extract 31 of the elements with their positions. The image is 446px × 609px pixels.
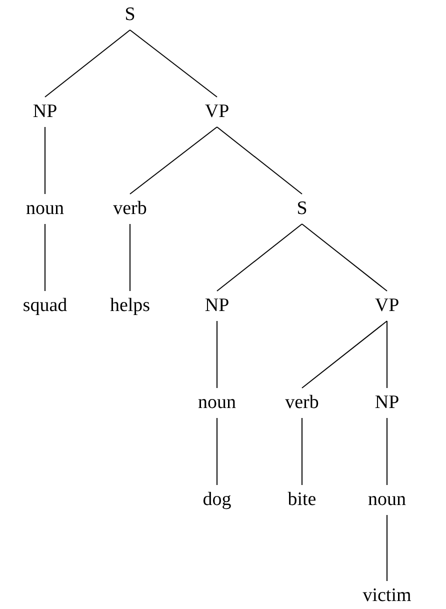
tree-node-label: dog <box>202 488 232 512</box>
tree-branch-line <box>130 126 218 194</box>
tree-node-label: NP <box>374 391 400 415</box>
tree-branch-line <box>216 224 302 292</box>
tree-branch-line <box>386 514 388 582</box>
tree-branch-line <box>44 30 130 98</box>
tree-branch-line <box>302 224 388 292</box>
tree-node-label: helps <box>110 294 150 318</box>
tree-node-label: verb <box>113 197 147 221</box>
tree-node-label: squad <box>22 294 68 318</box>
tree-branch-line <box>386 418 388 486</box>
tree-node-label: noun <box>368 488 406 512</box>
tree-branch-line <box>216 126 302 194</box>
tree-branch-line <box>386 320 388 388</box>
tree-node-label: S <box>124 3 136 27</box>
tree-node-label: verb <box>285 391 319 415</box>
tree-node-label: noun <box>26 197 64 221</box>
tree-node-label: victim <box>362 584 412 608</box>
tree-branch-line <box>302 320 388 388</box>
tree-node-label: NP <box>204 294 230 318</box>
tree-node-label: NP <box>32 100 58 124</box>
tree-branch-line <box>216 418 218 486</box>
tree-node-label: bite <box>288 488 316 512</box>
tree-branch-line <box>44 224 46 292</box>
tree-branch-line <box>216 320 218 388</box>
tree-node-label: noun <box>198 391 236 415</box>
tree-node-label: S <box>296 197 308 221</box>
tree-node-label: VP <box>204 100 230 124</box>
tree-branch-line <box>130 30 218 98</box>
tree-branch-line <box>44 126 46 194</box>
tree-node-label: VP <box>374 294 400 318</box>
